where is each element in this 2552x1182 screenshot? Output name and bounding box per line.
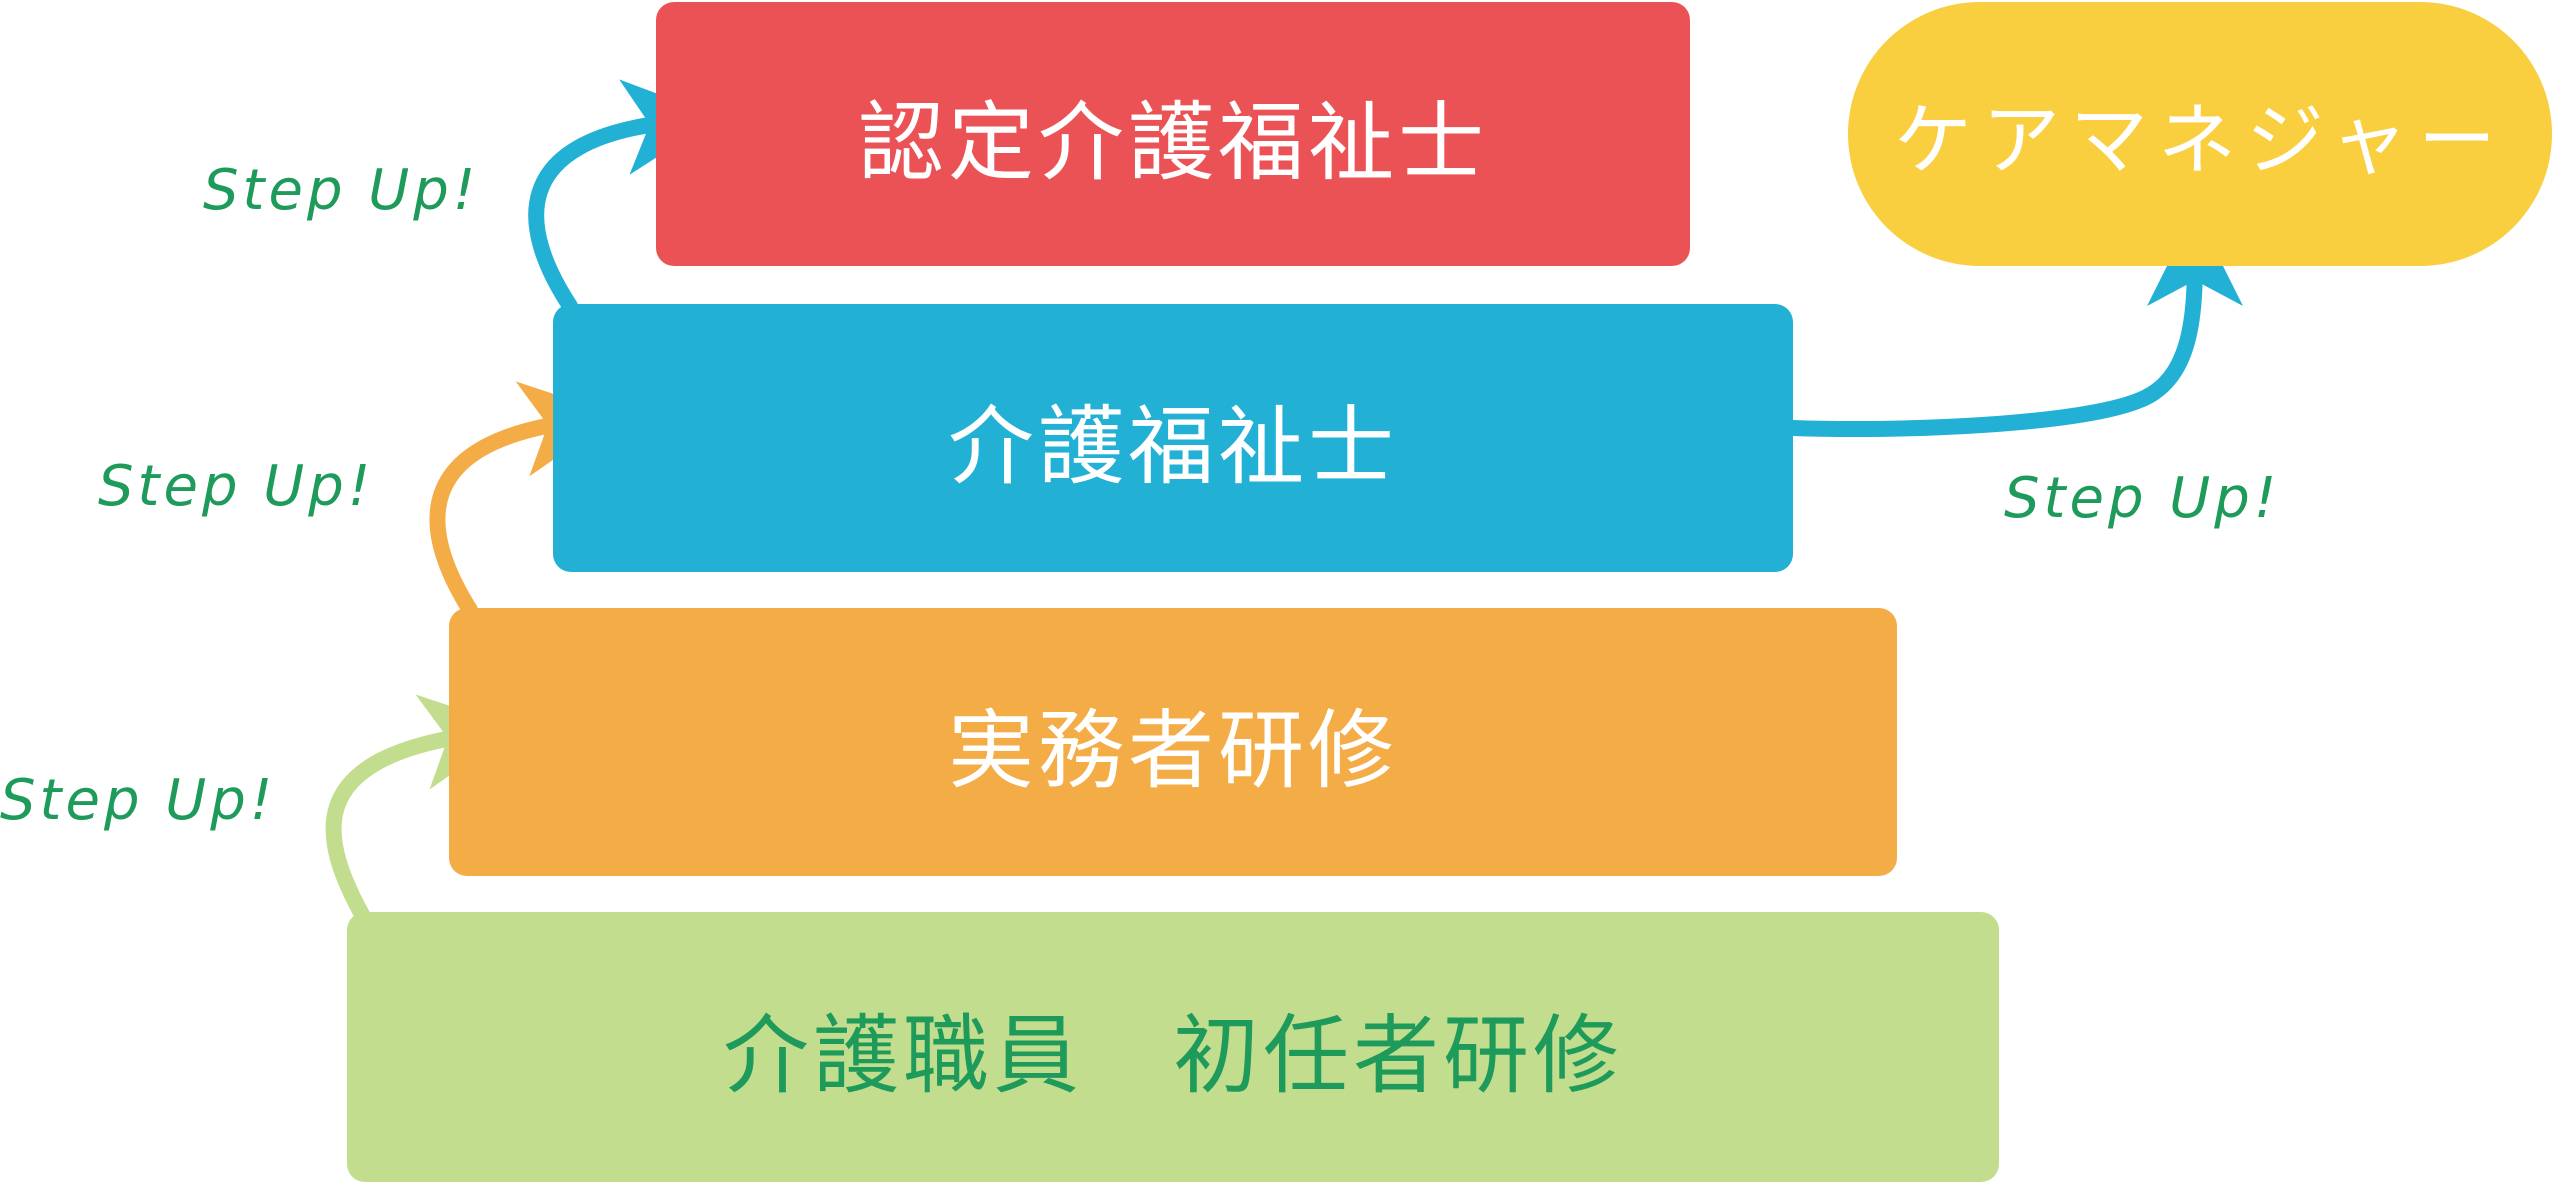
arrow-care-worker-to-care-manager — [1785, 210, 2243, 438]
step-up-label: Step Up! — [98, 454, 375, 519]
step-up-label: Step Up! — [0, 768, 277, 833]
tier-label: 介護福祉士 — [948, 396, 1398, 497]
arrow-practitioner-to-care-worker — [429, 381, 618, 618]
tier-care-manager: ケアマネジャー — [1848, 2, 2552, 266]
arrow-care-worker-to-certified — [528, 79, 720, 314]
tier-label: 実務者研修 — [948, 700, 1398, 801]
tier-label-b: 初任者研修 — [1173, 1005, 1623, 1106]
tier-label: ケアマネジャー — [1893, 96, 2507, 186]
tier-entry-training: 介護職員 初任者研修 — [347, 912, 1999, 1182]
tier-certified-care-worker: 認定介護福祉士 — [656, 2, 1690, 266]
tier-label-a: 介護職員 — [723, 1005, 1083, 1106]
tier-label: 認定介護福祉士 — [858, 92, 1488, 193]
tier-care-worker: 介護福祉士 — [553, 304, 1793, 572]
tier-practitioner-training: 実務者研修 — [449, 608, 1897, 876]
step-up-label: Step Up! — [203, 158, 480, 223]
step-up-label: Step Up! — [2004, 466, 2281, 531]
